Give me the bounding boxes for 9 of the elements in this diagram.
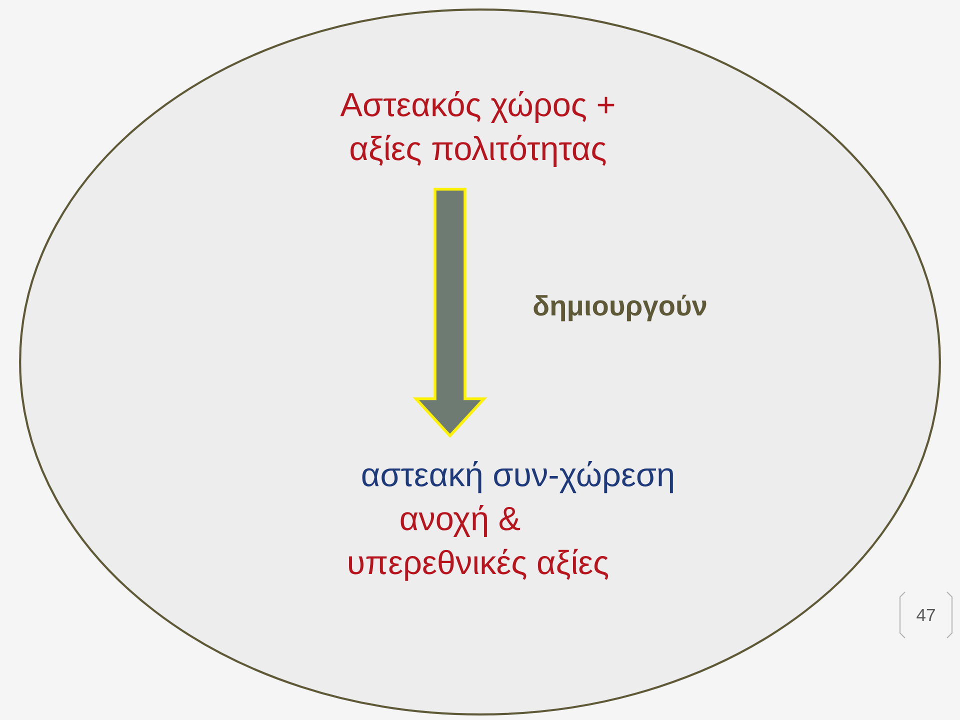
ellipse-shape [19, 8, 941, 716]
heading-text: ανοχή & [400, 504, 520, 537]
heading-text: αστεακή συν-χώρεση [362, 461, 673, 494]
page-number: 47 [899, 591, 953, 639]
heading-text: Αστεακός χώρος + [340, 91, 614, 124]
heading-text: αξίες πολιτότητας [350, 134, 606, 167]
heading-text: υπερεθνικές αξίες [349, 548, 608, 581]
edge-label: δημιουργούν [534, 294, 706, 322]
block-arrow [412, 188, 488, 438]
